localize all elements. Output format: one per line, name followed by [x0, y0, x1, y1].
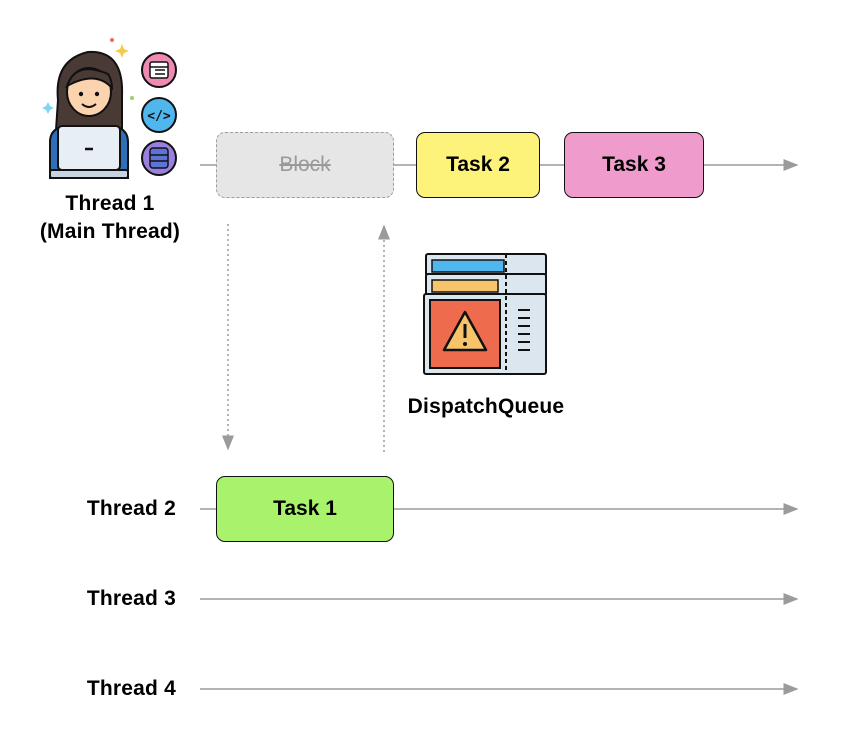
warning-queue-icon — [423, 253, 547, 375]
svg-text:</>: </> — [147, 109, 171, 124]
thread4-label: Thread 4 — [86, 677, 176, 700]
thread1-label: Thread 1 (Main Thread) — [20, 190, 200, 246]
block-task: Block — [216, 132, 394, 198]
dispatch-queue-graphic — [420, 252, 548, 376]
dispatch-queue-label: DispatchQueue — [407, 395, 565, 418]
task3-box: Task 3 — [564, 132, 704, 198]
thread3-label: Thread 3 — [86, 587, 176, 610]
thread1-subtitle: (Main Thread) — [39, 220, 181, 243]
task2-box: Task 2 — [416, 132, 540, 198]
thread2-label: Thread 2 — [86, 497, 176, 520]
developer-laptop-icon: </> — [42, 38, 177, 179]
thread1-title: Thread 1 — [65, 192, 155, 215]
developer-avatar: </> — [36, 30, 186, 180]
task1-box: Task 1 — [216, 476, 394, 542]
